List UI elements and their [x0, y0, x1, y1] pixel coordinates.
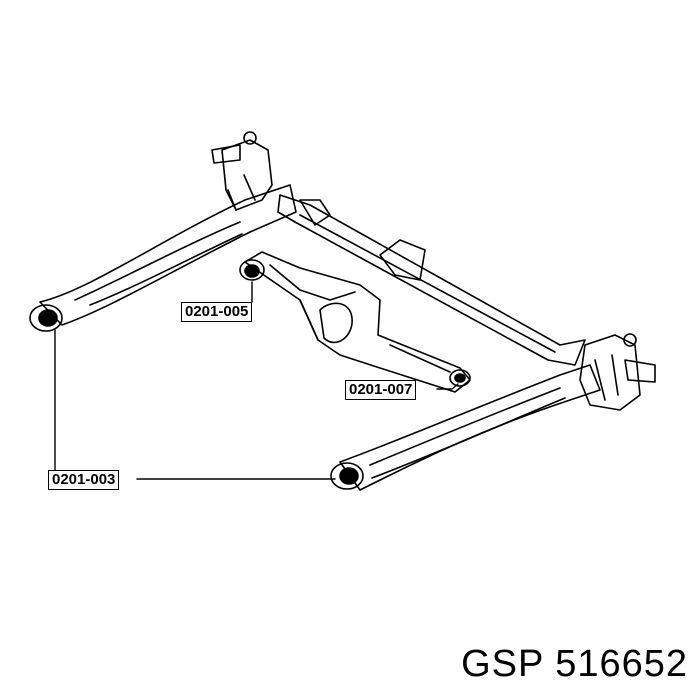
right-hub	[579, 333, 656, 411]
left-hub	[211, 131, 273, 211]
differential-bracket	[244, 251, 471, 393]
leader-line-007	[436, 383, 459, 390]
bushing-differential-front	[239, 259, 265, 281]
leader-lines	[54, 281, 459, 480]
brand-footer: GSP 516652	[461, 643, 688, 686]
bushing-left-arm	[29, 304, 63, 332]
callout-0201-005: 0201-005	[181, 302, 253, 322]
leader-line-003	[54, 329, 336, 480]
right-trailing-arm	[339, 364, 601, 491]
bushing-right-arm	[330, 462, 364, 490]
cross-beam	[277, 194, 586, 366]
callout-0201-003: 0201-003	[48, 470, 120, 490]
bushing-differential-rear	[449, 369, 471, 387]
brand-name: GSP	[461, 643, 544, 685]
callout-0201-007: 0201-007	[345, 380, 417, 400]
part-number: 516652	[555, 643, 688, 685]
